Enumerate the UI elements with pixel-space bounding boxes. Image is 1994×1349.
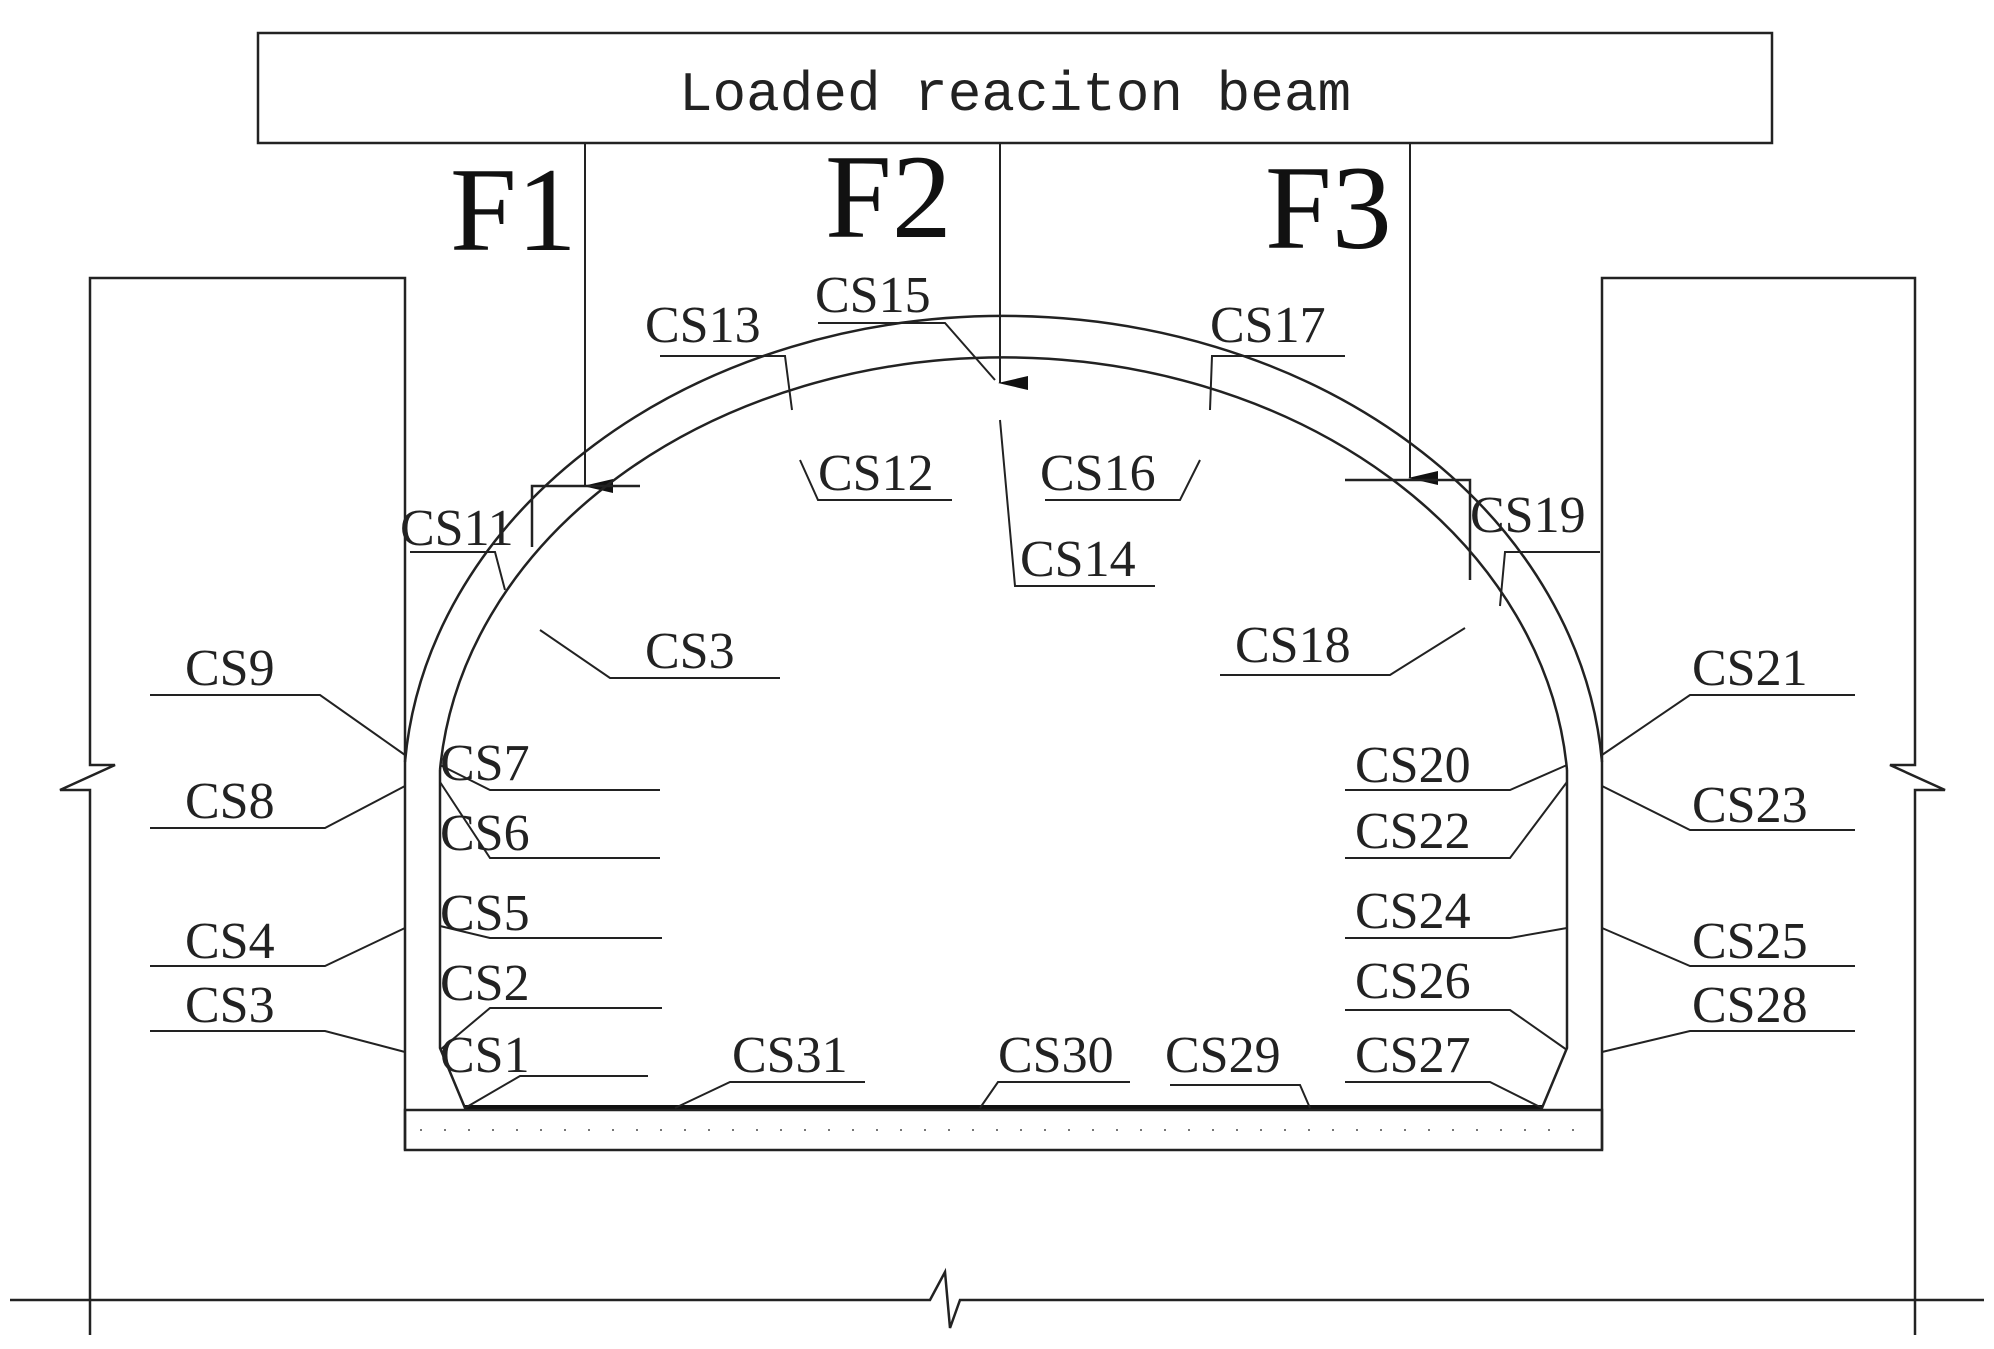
force-label-f1: F1 xyxy=(450,143,577,276)
left-soil-block xyxy=(59,276,407,1335)
section-label-cs7: CS7 xyxy=(440,735,530,792)
section-leaders xyxy=(150,322,1855,1109)
foundation-slab xyxy=(403,1108,1604,1152)
section-label-cs23: CS23 xyxy=(1692,777,1808,834)
left-loading-pad xyxy=(530,484,640,547)
section-label-cs20: CS20 xyxy=(1355,737,1471,794)
section-label-cs2: CS2 xyxy=(440,955,530,1012)
section-label-cs14: CS14 xyxy=(1020,531,1136,588)
section-label-cs18: CS18 xyxy=(1235,617,1351,674)
ground-line xyxy=(10,1267,1984,1329)
section-label-cs24: CS24 xyxy=(1355,883,1471,940)
right-soil-block xyxy=(1600,276,1946,1335)
section-label-cs6: CS6 xyxy=(440,805,530,862)
lining-inner-arch xyxy=(438,356,1569,771)
section-label-cs11: CS11 xyxy=(400,500,514,557)
section-label-cs28: CS28 xyxy=(1692,977,1808,1034)
section-label-cs13: CS13 xyxy=(645,297,761,354)
section-label-cs22: CS22 xyxy=(1355,803,1471,860)
section-label-cs31: CS31 xyxy=(732,1027,848,1084)
section-label-cs26: CS26 xyxy=(1355,953,1471,1010)
section-label-cs30: CS30 xyxy=(998,1027,1114,1084)
section-label-cs19: CS19 xyxy=(1470,487,1586,544)
section-label-cs25: CS25 xyxy=(1692,913,1808,970)
section-label-cs16: CS16 xyxy=(1040,445,1156,502)
section-label-cs3-wall: CS3 xyxy=(185,977,275,1034)
section-label-cs15: CS15 xyxy=(815,267,931,324)
beam-label: Loaded reaciton beam xyxy=(679,63,1351,127)
section-label-cs1: CS1 xyxy=(440,1027,530,1084)
force-label-f2: F2 xyxy=(825,130,952,263)
lining-outer-arch xyxy=(403,314,1604,763)
section-label-cs17: CS17 xyxy=(1210,297,1326,354)
section-label-cs27: CS27 xyxy=(1355,1027,1471,1084)
section-label-cs4: CS4 xyxy=(185,913,275,970)
section-label-cs9: CS9 xyxy=(185,640,275,697)
section-label-cs21: CS21 xyxy=(1692,640,1808,697)
loaded-reaction-beam xyxy=(256,31,1774,145)
right-loading-pad xyxy=(1345,478,1472,580)
section-label-cs29: CS29 xyxy=(1165,1027,1281,1084)
section-label-cs12: CS12 xyxy=(818,445,934,502)
force-label-f3: F3 xyxy=(1265,141,1392,274)
section-label-cs8: CS8 xyxy=(185,773,275,830)
section-label-cs3-arch: CS3 xyxy=(645,623,735,680)
section-label-cs5: CS5 xyxy=(440,885,530,942)
